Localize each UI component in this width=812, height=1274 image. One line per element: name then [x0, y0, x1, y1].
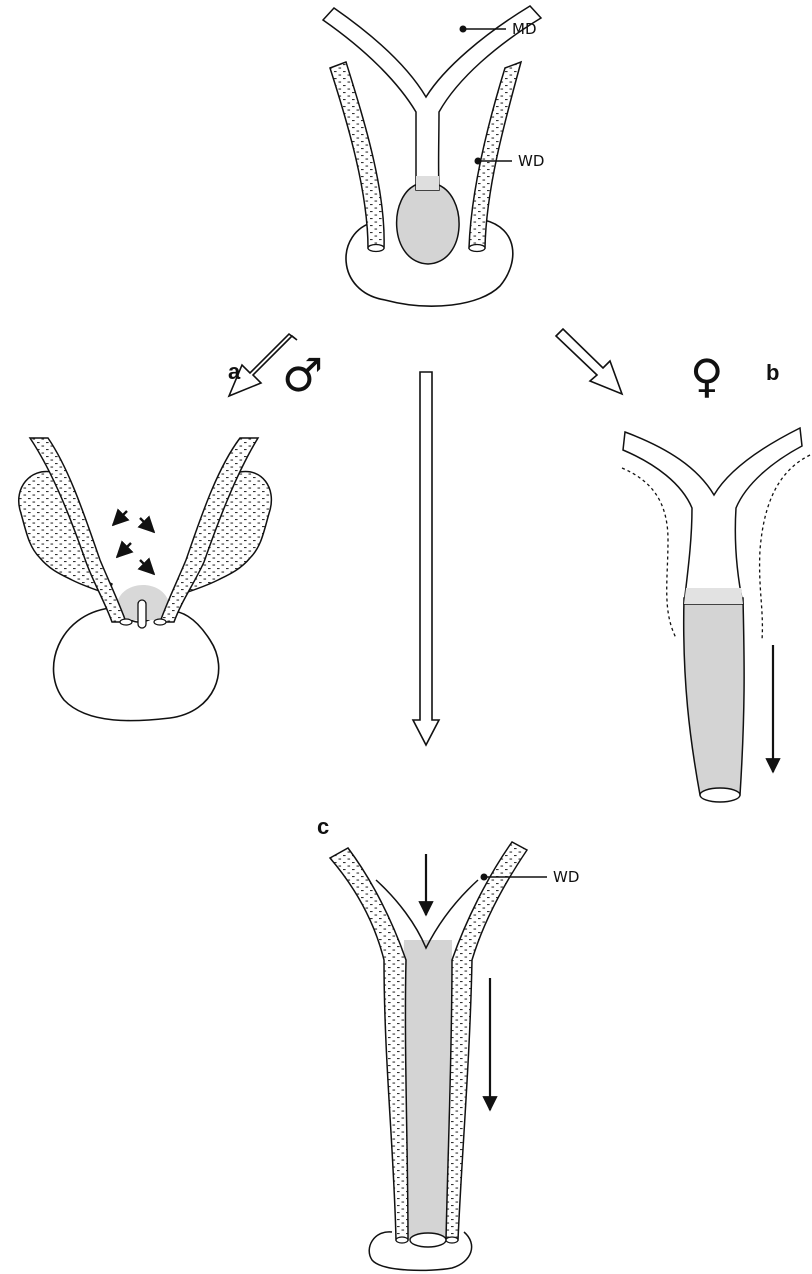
- panel-c-intermediate: c WD: [317, 814, 579, 1270]
- female-symbol: ♀: [690, 349, 724, 403]
- label-wd-top: WD: [518, 152, 544, 170]
- male-urogenital-sinus: [54, 608, 219, 721]
- prostatic-utricle: [138, 600, 146, 628]
- wolffian-duct-left: [330, 62, 384, 248]
- label-md: MD: [512, 20, 537, 38]
- vaginal-canal: [684, 598, 744, 795]
- arrow-to-female: [556, 329, 622, 394]
- panel-b-female: ♀ b: [622, 349, 810, 802]
- male-symbol: ♂: [282, 348, 323, 402]
- panel-a-male: a ♂: [19, 348, 324, 721]
- panel-label-c: c: [317, 814, 329, 839]
- regressed-wolffian-right: [760, 455, 810, 640]
- regression-arrows: [113, 511, 154, 574]
- panel-label-a: a: [228, 359, 241, 384]
- wolffian-duct-c-right: [446, 842, 527, 1240]
- wolffian-duct-c-left: [330, 848, 408, 1240]
- label-wd-bottom: WD: [553, 868, 579, 886]
- indifferent-stage: MD WD: [323, 6, 544, 306]
- mullerian-tubercle: [397, 184, 459, 264]
- panel-label-b: b: [766, 360, 779, 385]
- fused-mullerian-ducts: [623, 428, 802, 604]
- arrow-to-intermediate: [413, 372, 439, 745]
- regressed-wolffian-left: [622, 468, 676, 638]
- wolffian-duct-right: [469, 62, 521, 248]
